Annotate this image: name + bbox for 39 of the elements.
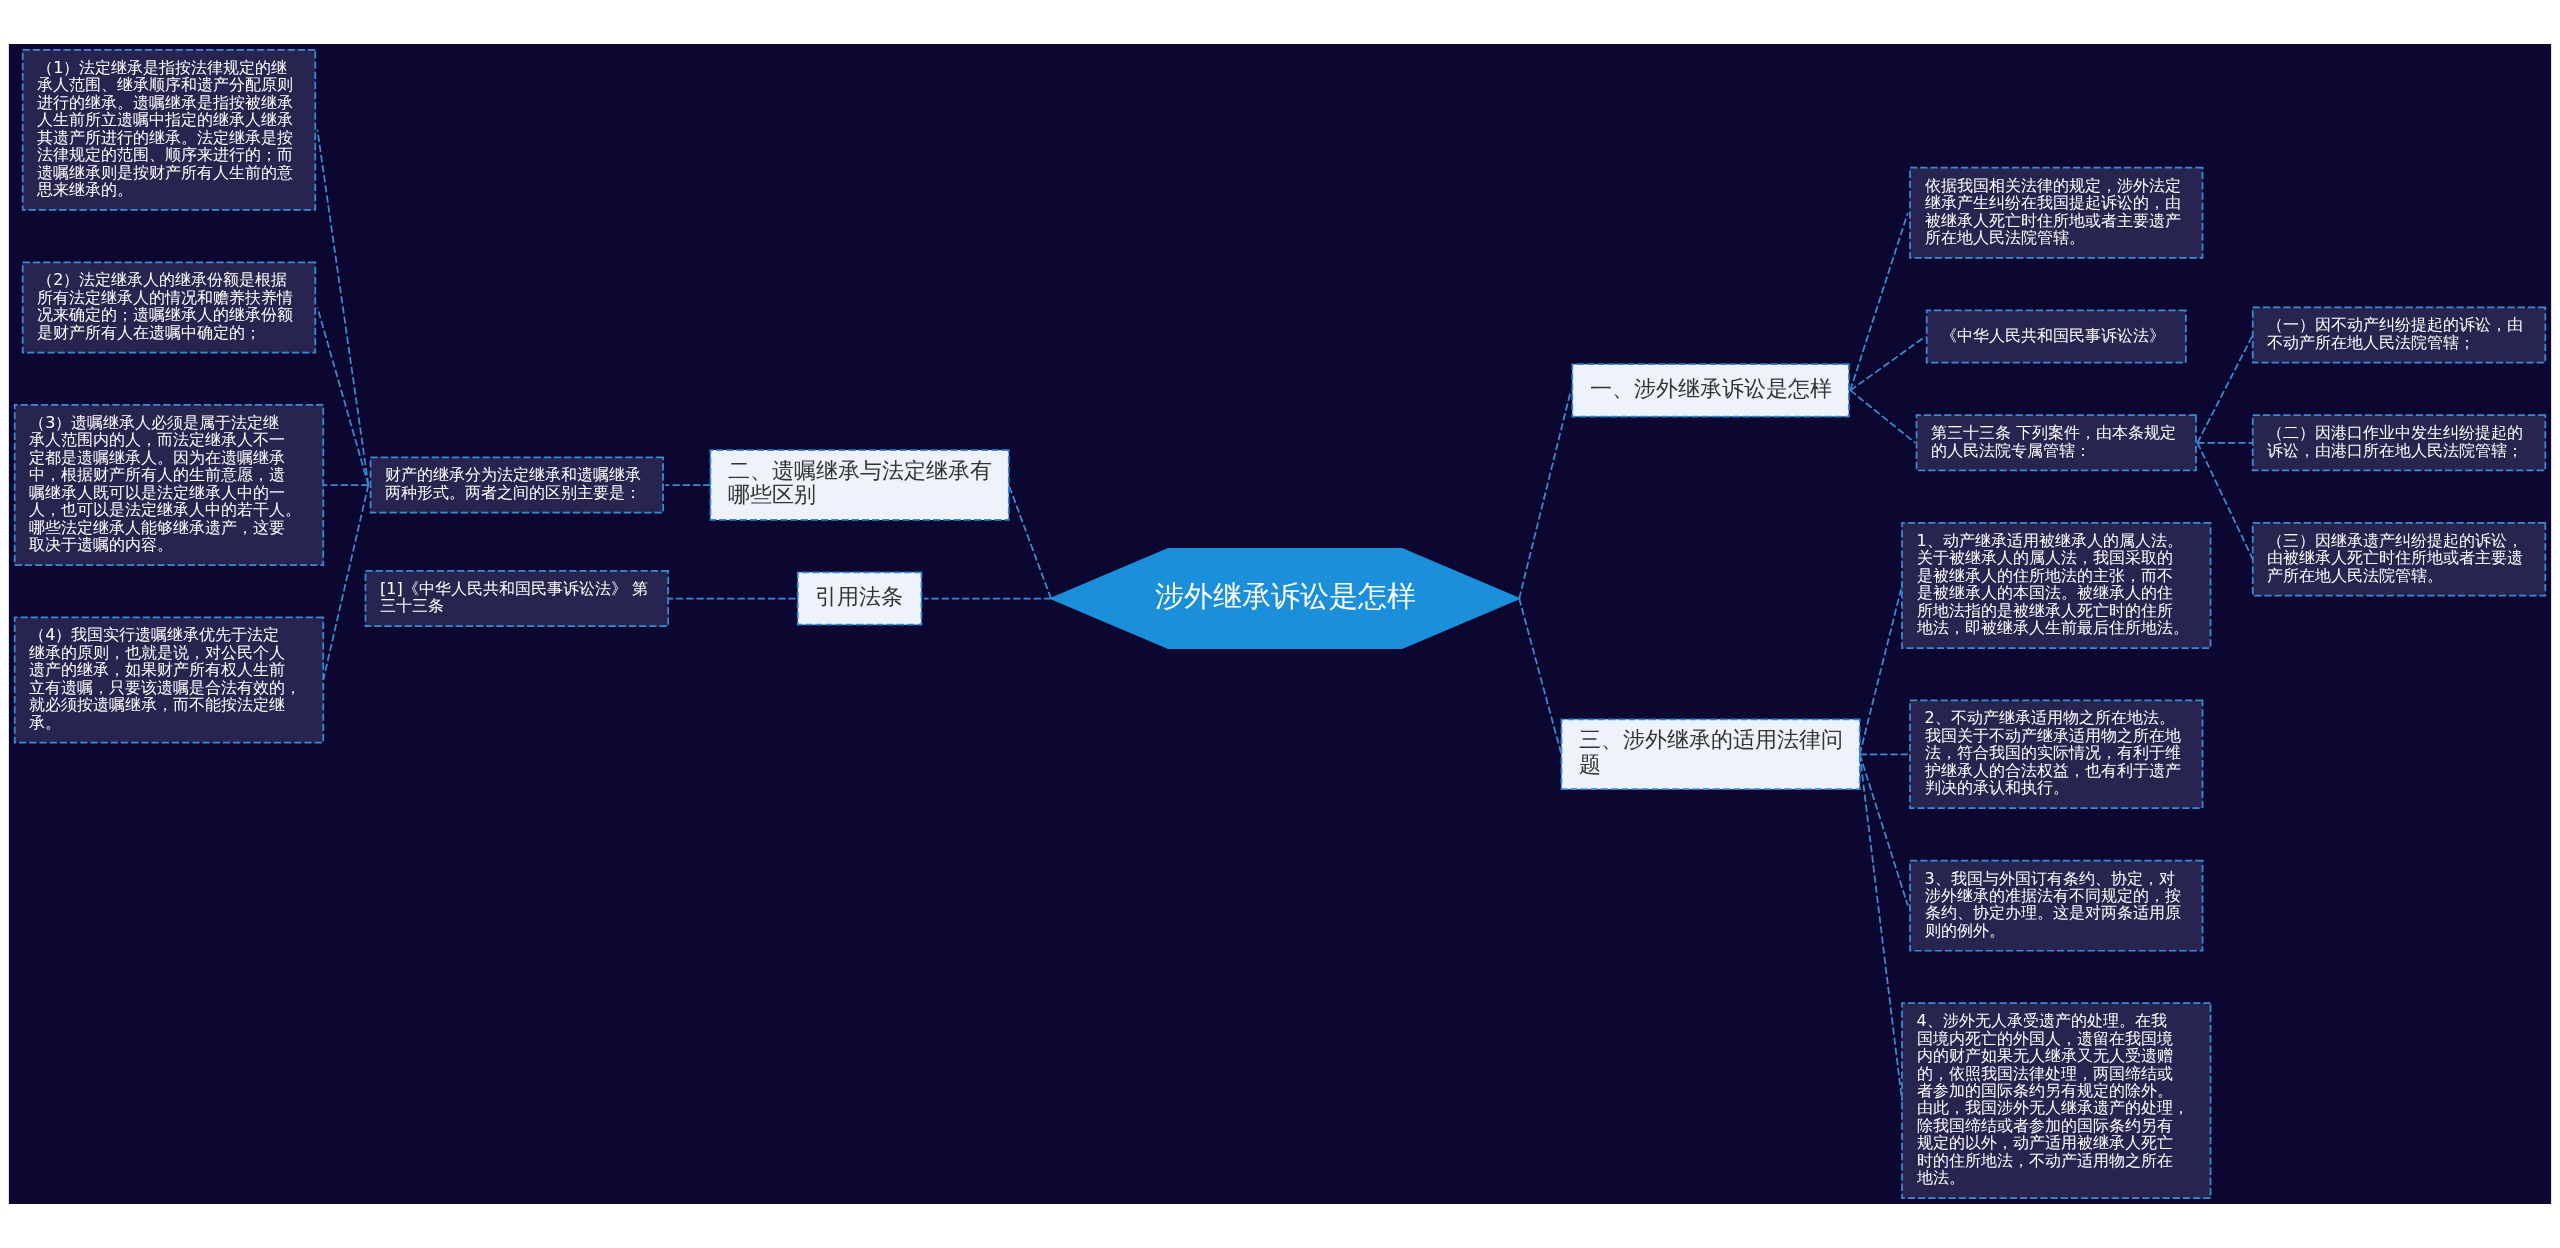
node-box: 财产的继承分为法定继承和遗嘱继承两种形式。两者之间的区别主要是：: [369, 456, 664, 514]
connector: [1518, 597, 1563, 756]
connector: [667, 597, 797, 600]
connector: [1858, 584, 1903, 756]
connector: [664, 484, 712, 486]
node-box: 4、涉外无人承受遗产的处理。在我国境内死亡的外国人，遗留在我国境内的财产如果无人继承又无人受遗赠的，依照我国法律处理，两国缔结或者参加的国际条约另有规定的除外。由此，我国涉外无人继承遗产的处理，除我国缔结或者参加的国际条约另有规定的以外，动产适用被继承人死亡时的住所地法，不动产适用物之所在地法。: [1901, 1002, 2212, 1200]
node-box: 引用法条: [796, 571, 923, 626]
node-box: （2）法定继承人的继承份额是根据所有法定继承人的情况和赡养扶养情况来确定的；遗嘱继承人的继承份额是财产所有人在遗嘱中确定的；: [21, 261, 317, 354]
node-box: （4）我国实行遗嘱继承优先于法定继承的原则，也就是说，对公民个人遗产的继承，如果财产所有权人生前立有遗嘱，只要该遗嘱是合法有效的，就必须按遗嘱继承，而不能按法定继承。: [13, 616, 325, 744]
node-box: （3）遗嘱继承人必须是属于法定继承人范围内的人，而法定继承人不一定都是遗嘱继承人。因为在遗嘱继承中，根据财产所有人的生前意愿，遗嘱继承人既可以是法定继承人中的一人，也可以是法定继承人中的若干人。哪些法定继承人能够继承遗产，这要取决于遗嘱的内容。: [13, 404, 325, 566]
connector: [322, 484, 370, 486]
connector: [2196, 334, 2254, 444]
connector: [1858, 753, 1909, 907]
connector: [1518, 389, 1572, 600]
node-box: [1]《中华人民共和国民事诉讼法》 第三十三条: [364, 570, 670, 628]
connector: [322, 484, 370, 681]
node-box: 《中华人民共和国民事诉讼法》: [1925, 309, 2187, 364]
connector: [1849, 211, 1909, 392]
node-box: （1）法定继承是指按法律规定的继承人范围、继承顺序和遗产分配原则进行的继承。遗嘱继承是指按被继承人生前所立遗嘱中指定的继承人继承其遗产所进行的继承。法定继承是按法律规定的范围、顺序来进行的；而遗嘱继承则是按财产所有人生前的意思来继承的。: [21, 48, 317, 211]
connector: [1849, 389, 1916, 444]
node-box: 二、遗嘱继承与法定继承有哪些区别: [709, 449, 1010, 521]
node-box: 依据我国相关法律的规定，涉外法定继承产生纠纷在我国提起诉讼的，由被继承人死亡时住所地或者主要遗产所在地人民法院管辖。: [1909, 166, 2204, 259]
node-box: 3、我国与外国订有条约、协定，对涉外继承的准据法有不同规定的，按条约、协定办理。这是对两条适用原则的例外。: [1909, 859, 2204, 952]
node-box: 2、不动产继承适用物之所在地法。我国关于不动产继承适用物之所在地法，符合我国的实际情况，有利于维护继承人的合法权益，也有利于遗产判决的承认和执行。: [1909, 699, 2204, 809]
node-box: （一）因不动产纠纷提起的诉讼，由不动产所在地人民法院管辖；: [2251, 306, 2547, 364]
connector: [922, 597, 1052, 600]
node-box: 第三十三条 下列案件，由本条规定的人民法院专属管辖：: [1915, 414, 2197, 472]
connector: [1858, 753, 1909, 756]
node-box: （三）因继承遗产纠纷提起的诉讼，由被继承人死亡时住所地或者主要遗产所在地人民法院管辖。: [2251, 521, 2547, 597]
connector: [1007, 484, 1052, 600]
connector: [1858, 753, 1903, 1102]
connector: [2196, 441, 2254, 561]
node-box: 1、动产继承适用被继承人的属人法。关于被继承人的属人法，我国采取的是被继承人的住所地法的主张，而不是被继承人的本国法。被继承人的住所地法指的是被继承人死亡时的住所地法，即被继承人生前最后住所地法。: [1901, 521, 2212, 649]
node-box: 三、涉外继承的适用法律问题: [1560, 718, 1861, 791]
connector: [316, 306, 370, 486]
node-box: （二）因港口作业中发生纠纷提起的诉讼，由港口所在地人民法院管辖；: [2251, 414, 2547, 472]
node-box: 一、涉外继承诉讼是怎样: [1571, 363, 1850, 418]
connector: [316, 129, 370, 486]
connector: [2196, 441, 2254, 444]
